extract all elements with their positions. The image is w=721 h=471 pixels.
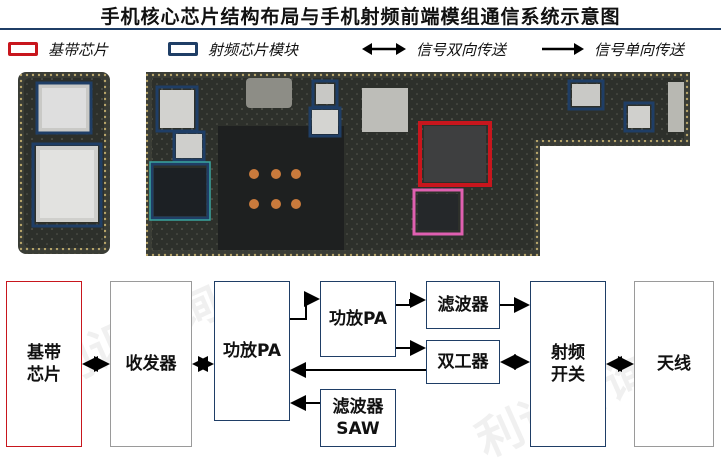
block-transceiver: 收发器: [110, 281, 192, 447]
rf-module-5: [308, 106, 342, 138]
legend-rf-label: 射频芯片模块: [208, 40, 299, 59]
legend-baseband-label: 基带芯片: [48, 40, 109, 59]
left-rf-module-bottom: [31, 142, 103, 228]
baseband-chip-outline: [418, 121, 492, 187]
block-transceiver-label: 收发器: [125, 354, 177, 374]
rf-module-7: [623, 101, 655, 133]
wire-pasub-filter: [396, 292, 426, 308]
legend-blue-box-icon: [168, 42, 198, 56]
legend-red-box-icon: [8, 42, 38, 56]
block-saw-label: 滤波器 SAW: [332, 397, 384, 439]
block-filter: 滤波器: [426, 281, 500, 329]
legend-baseband: 基带芯片: [8, 38, 108, 60]
pcb-illustration: [18, 72, 690, 256]
rf-module-3: [150, 162, 210, 220]
block-pa-main-label: 功放PA: [222, 341, 282, 361]
block-rf-switch-label: 射频 开关: [551, 343, 585, 385]
wire-pa-pasub: [290, 291, 320, 320]
block-duplexer: 双工器: [426, 340, 500, 384]
rf-module-3-inner: [149, 161, 211, 221]
block-filter-label: 滤波器: [437, 295, 489, 315]
legend-unidirectional-label: 信号单向传送: [594, 40, 685, 59]
block-rf-switch: 射频 开关: [530, 281, 606, 447]
pcb-photo: [0, 66, 721, 264]
block-saw: 滤波器 SAW: [320, 389, 396, 447]
block-baseband-label: 基带 芯片: [27, 343, 61, 385]
rf-module-6: [567, 79, 605, 111]
block-baseband: 基带 芯片: [6, 281, 82, 447]
legend-unidirectional: 信号单向传送: [540, 38, 684, 60]
block-pa-sub: 功放PA: [320, 281, 396, 357]
block-duplexer-label: 双工器: [437, 352, 489, 372]
rf-module-2: [172, 130, 206, 162]
page-title: 手机核心芯片结构布局与手机射频前端模组通信系统示意图: [0, 2, 721, 30]
legend-bidirectional: 信号双向传送: [362, 38, 506, 60]
left-rf-module-top: [35, 81, 93, 135]
double-arrow-icon: [362, 43, 406, 55]
legend: 基带芯片 射频芯片模块 信号双向传送 信号单向传送: [0, 38, 721, 60]
legend-rf-module: 射频芯片模块: [168, 38, 298, 60]
legend-bidirectional-label: 信号双向传送: [416, 40, 507, 59]
pink-chip-outline: [412, 188, 464, 236]
block-pa-main: 功放PA: [214, 281, 290, 421]
block-pa-sub-label: 功放PA: [328, 309, 388, 329]
single-arrow-icon: [542, 43, 584, 55]
block-antenna: 天线: [634, 281, 714, 447]
left-board: [18, 72, 110, 254]
block-antenna-label: 天线: [657, 354, 691, 374]
